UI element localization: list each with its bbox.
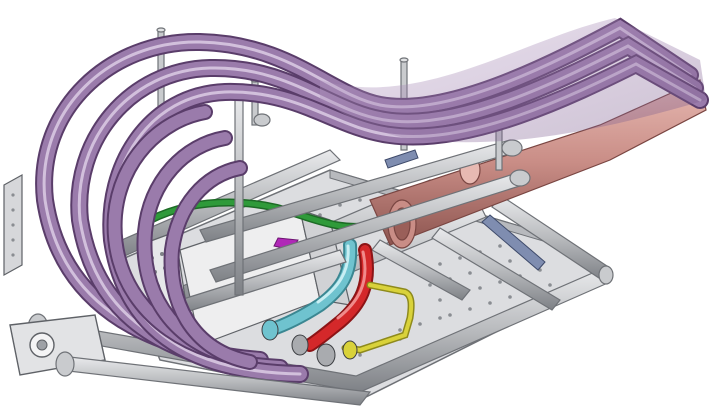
pipe-fittings [261,319,358,367]
pipe-cyan [263,238,358,337]
pipe-red [303,243,374,352]
front-rail [55,351,372,406]
cable-ribbon-top [320,18,706,143]
upper-frame [156,27,531,313]
pipe-yellow [341,281,415,354]
blue-brace [384,149,546,271]
